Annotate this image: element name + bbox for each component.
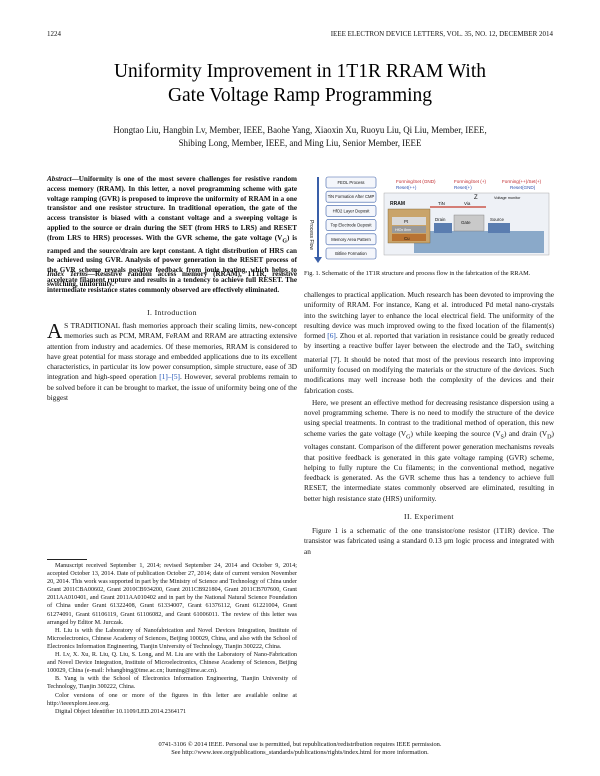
- drop-cap: A: [47, 319, 63, 343]
- intro-text: flash memories approach their scaling li…: [47, 321, 297, 382]
- label-reset-src: Reset(GND): [510, 185, 536, 190]
- right-p3: Figure 1 is a schematic of the one trans…: [304, 526, 554, 556]
- figure-1-caption: Fig. 1. Schematic of the 1T1R structure …: [304, 270, 531, 277]
- process-step-label: TiN Formation After CMP: [328, 194, 375, 199]
- index-terms-text: Resistive random access memory (RRAM), 1…: [47, 270, 297, 288]
- right-p1-citation-link[interactable]: [6]: [327, 331, 336, 340]
- abstract-sub: G: [282, 237, 287, 244]
- label-drain: Drain: [435, 217, 446, 222]
- footnote-affiliation-1: H. Liu is with the Laboratory of Nanofab…: [47, 627, 297, 650]
- label-forming-gate: Forming/Set (+): [454, 179, 487, 184]
- process-step-box: [325, 176, 377, 189]
- process-step-label: Top Electrode Deposit: [331, 223, 373, 228]
- right-p2-sub-d: D: [547, 434, 552, 441]
- abstract-label: Abstract—: [47, 175, 79, 183]
- page-number: 1224: [47, 30, 61, 38]
- label-via: Via: [464, 201, 471, 206]
- label-hfox: HfOx 8nm: [395, 228, 411, 232]
- authors-line-2: Shibing Long, Member, IEEE, and Ming Liu…: [178, 137, 422, 148]
- footnote-rule: [47, 559, 87, 560]
- copyright-footer: 0741-3106 © 2014 IEEE. Personal use is p…: [60, 741, 540, 757]
- right-p2-sub-s: S: [500, 434, 504, 441]
- right-column-body: challenges to practical application. Muc…: [304, 290, 554, 557]
- intro-text-end: . However, several problems remain to be…: [47, 372, 297, 402]
- label-reset-gate: Reset(+): [454, 185, 472, 190]
- footnote-doi: Digital Object Identifier 10.1109/LED.20…: [55, 708, 187, 715]
- authors-line-1: Hongtao Liu, Hangbin Lv, Member, IEEE, B…: [113, 125, 487, 135]
- process-step-label: Bitline Formation: [335, 251, 367, 256]
- label-gate: Gate: [461, 220, 471, 225]
- process-step-label: HfO2 Layer Deposit: [333, 208, 371, 213]
- section-heading-introduction: I. Introduction: [147, 308, 197, 317]
- label-cu: Cu: [404, 236, 410, 241]
- title-line-1: Uniformity Improvement in 1T1R RRAM With: [113, 61, 487, 82]
- pt-layer: [392, 217, 426, 225]
- index-terms-label: Index Terms—: [47, 270, 95, 278]
- paper-title: Uniformity Improvement in 1T1R RRAM With…: [40, 60, 560, 107]
- process-flow-label: Process Flow: [308, 220, 314, 250]
- index-terms: Index Terms—Resistive random access memo…: [47, 270, 297, 290]
- process-step-box: [325, 190, 377, 203]
- footer-line-1: 0741-3106 © 2014 IEEE. Personal use is p…: [158, 741, 442, 748]
- right-p1: challenges to practical application. Muc…: [304, 290, 554, 340]
- intro-citation-link[interactable]: [1]–[5]: [159, 372, 180, 382]
- label-pt: Pt: [404, 219, 409, 224]
- process-step-box: [325, 219, 377, 231]
- right-p2-b: ) while keeping the source (V: [410, 428, 501, 438]
- process-step-label: FEOL Process: [337, 180, 364, 185]
- drain-block: [434, 223, 452, 233]
- right-p2-d: ) voltages constant. Comparison of the d…: [304, 428, 554, 503]
- substrate: [414, 231, 544, 253]
- cu-layer: [392, 234, 426, 241]
- process-step-label: Memory Area Pattern: [331, 237, 371, 242]
- title-line-2: Gate Voltage Ramp Programming: [167, 84, 433, 106]
- footnote-affiliation-3: B. Yang is with the School of Electronic…: [47, 676, 297, 691]
- label-source: Source: [490, 217, 504, 222]
- footnote-manuscript: Manuscript received September 1, 2014; r…: [47, 563, 297, 626]
- section-heading-experiment: II. Experiment: [404, 511, 454, 521]
- label-reset: Reset(++): [396, 185, 417, 190]
- footnotes: Manuscript received September 1, 2014; r…: [47, 562, 297, 716]
- right-p1-b: . Zhou et al. reported that variation in…: [304, 331, 554, 351]
- source-block: [488, 223, 510, 233]
- abstract-text-2: ) is ramped and the source/drain are kep…: [47, 233, 297, 294]
- right-p2: Here, we present an effective method for…: [304, 397, 554, 438]
- label-forming-set: Forming/Set (GND): [396, 179, 436, 184]
- label-forming-src: Forming(++)/Set(+): [502, 179, 542, 184]
- process-step-box: [325, 205, 377, 217]
- footnote-affiliation-2: H. Lv, X. Xu, R. Liu, Q. Liu, S. Long, a…: [47, 652, 297, 675]
- label-voltage-monitor: Voltage monitor: [494, 196, 521, 200]
- right-p1-c: switching material [7]. It should be not…: [304, 341, 554, 395]
- label-rram: RRAM: [390, 201, 405, 207]
- hfox-layer: [392, 226, 426, 233]
- abstract-text: Uniformity is one of the most severe cha…: [47, 175, 297, 242]
- gate-block: [453, 214, 485, 232]
- process-step-box: [325, 247, 377, 260]
- right-p1-sub: x: [519, 346, 523, 353]
- footer-line-2[interactable]: See http://www.ieee.org/publications_sta…: [171, 749, 429, 757]
- author-list: Hongtao Liu, Hangbin Lv, Member, IEEE, B…: [45, 124, 555, 149]
- journal-header: IEEE ELECTRON DEVICE LETTERS, VOL. 35, N…: [330, 30, 553, 38]
- right-p2-sub-g: G: [406, 434, 411, 441]
- label-z: Z: [474, 195, 478, 201]
- footnote-color: Color versions of one or more of the fig…: [47, 692, 297, 707]
- process-flow-arrow-head: [314, 257, 322, 263]
- intro-lead: S TRADITIONAL: [64, 321, 120, 330]
- label-tin: TiN: [438, 201, 445, 206]
- right-p2-c: ) and drain (V: [503, 428, 548, 438]
- abstract: Abstract—Uniformity is one of the most s…: [47, 175, 297, 295]
- process-step-box: [325, 233, 377, 246]
